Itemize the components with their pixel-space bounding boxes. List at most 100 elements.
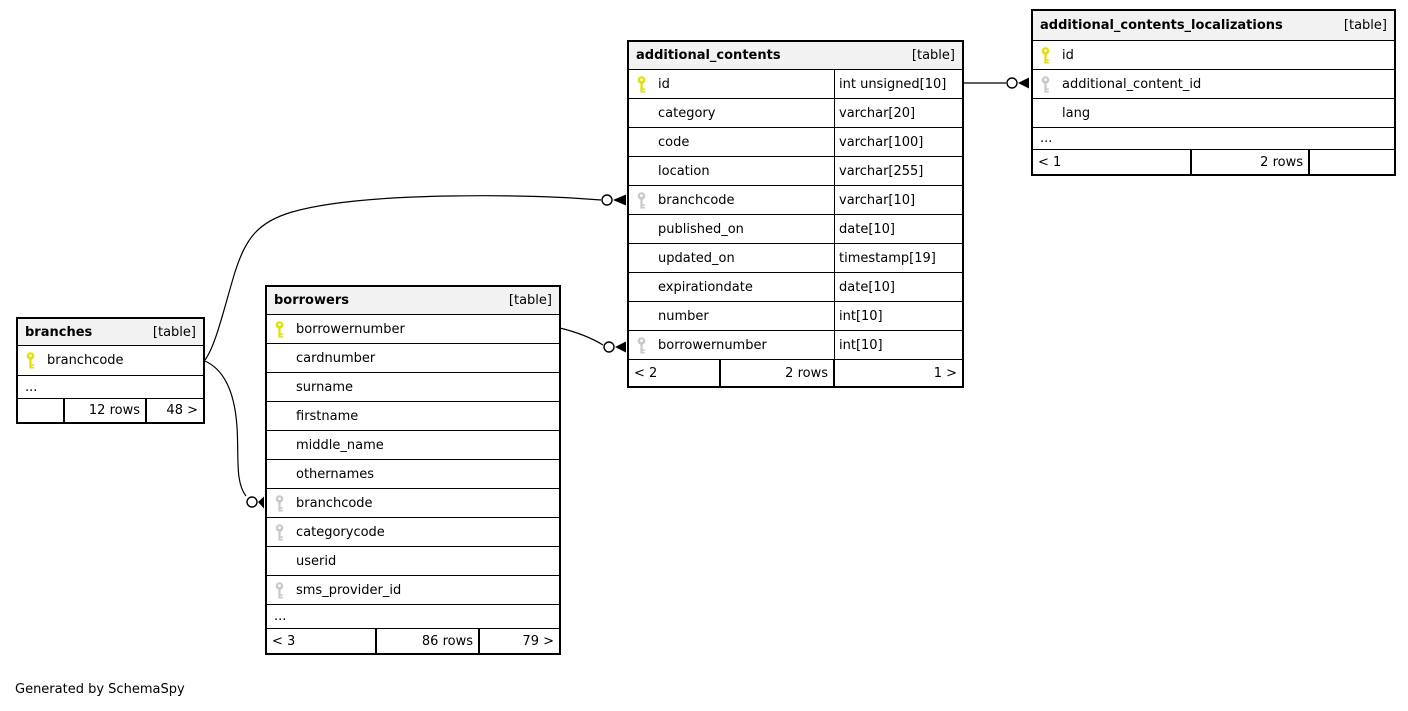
column-type: varchar[255] [834, 157, 962, 185]
column-name: surname [296, 379, 353, 395]
table-tag: [table] [911, 48, 955, 63]
table-row: additional_content_id [1033, 70, 1394, 99]
arrowhead-icon [615, 341, 626, 353]
footer-row-count: 2 rows [721, 360, 835, 386]
table-row: id [1033, 41, 1394, 70]
table-row: borrowernumber [267, 315, 559, 344]
table-row: number int[10] [629, 302, 962, 331]
ellipsis-row: ... [1033, 128, 1394, 150]
arrowhead-icon [258, 496, 264, 509]
table-row: branchcode [18, 346, 203, 376]
table-footer: < 1 2 rows [1033, 150, 1394, 174]
footer-cell: < 3 [267, 629, 377, 653]
footer-cell: 79 > [522, 633, 554, 649]
table-borrowers[interactable]: borrowers [table] borrowernumber cardnum… [265, 285, 561, 655]
column-name: number [658, 308, 709, 324]
table-header[interactable]: additional_contents_localizations [table… [1033, 11, 1394, 41]
table-tag: [table] [508, 293, 552, 308]
column-name: branchcode [658, 192, 735, 208]
table-branches[interactable]: branches [table] branchcode ... 12 rows … [16, 317, 205, 424]
column-type: varchar[10] [834, 186, 962, 214]
foreign-key-icon [637, 191, 646, 209]
table-header[interactable]: additional_contents [table] [629, 42, 962, 70]
table-footer: 12 rows 48 > [18, 399, 203, 422]
table-row: category varchar[20] [629, 99, 962, 128]
table-additional-contents-localizations[interactable]: additional_contents_localizations [table… [1031, 9, 1396, 176]
column-name: borrowernumber [658, 337, 767, 353]
footer-cell: < 1 [1033, 150, 1192, 174]
table-title[interactable]: branches [25, 324, 93, 340]
column-type: int[10] [834, 331, 962, 359]
table-header[interactable]: borrowers [table] [267, 287, 559, 315]
column-type: timestamp[19] [834, 244, 962, 272]
footer-cell [18, 399, 65, 422]
table-row: lang [1033, 99, 1394, 128]
table-row: cardnumber [267, 344, 559, 373]
foreign-key-icon [275, 581, 284, 599]
column-name: categorycode [296, 524, 385, 540]
table-footer: < 2 2 rows 1 > [629, 360, 962, 386]
table-title[interactable]: borrowers [274, 293, 349, 308]
table-tag: [table] [152, 324, 196, 340]
column-name: additional_content_id [1062, 76, 1202, 92]
table-row: borrowernumber int[10] [629, 331, 962, 360]
column-name: location [658, 163, 710, 179]
table-row: categorycode [267, 518, 559, 547]
column-name: borrowernumber [296, 321, 405, 337]
table-title[interactable]: additional_contents [636, 48, 781, 63]
column-name: id [658, 76, 670, 92]
column-type: int unsigned[10] [834, 70, 962, 98]
primary-key-icon [26, 352, 35, 369]
connector-branches-to-additional-contents-line [204, 195, 602, 361]
circle-marker [246, 496, 258, 508]
footer-row-count: 12 rows [65, 399, 147, 422]
circle-marker [601, 194, 613, 206]
primary-key-icon [275, 320, 284, 338]
foreign-key-icon [1041, 75, 1050, 93]
table-row: expirationdate date[10] [629, 273, 962, 302]
table-row: sms_provider_id [267, 576, 559, 605]
column-name: category [658, 105, 716, 121]
column-name: expirationdate [658, 279, 753, 295]
table-row: location varchar[255] [629, 157, 962, 186]
footer-cell [1310, 150, 1394, 174]
column-name: branchcode [47, 353, 124, 368]
footer-cell: 48 > [166, 403, 198, 418]
column-type: varchar[20] [834, 99, 962, 127]
primary-key-icon [1041, 46, 1050, 64]
column-type: date[10] [834, 215, 962, 243]
ellipsis-row: ... [18, 376, 203, 399]
table-tag: [table] [1343, 18, 1387, 33]
arrowhead-icon [613, 194, 626, 206]
table-row: branchcode varchar[10] [629, 186, 962, 215]
table-footer: < 3 86 rows 79 > [267, 629, 559, 653]
circle-marker [1006, 77, 1018, 89]
column-name: id [1062, 47, 1074, 63]
table-header[interactable]: branches [table] [18, 319, 203, 346]
circle-marker [603, 341, 615, 353]
table-row: id int unsigned[10] [629, 70, 962, 99]
primary-key-icon [637, 75, 646, 93]
table-row: othernames [267, 460, 559, 489]
column-name: code [658, 134, 690, 150]
table-row: code varchar[100] [629, 128, 962, 157]
table-additional-contents[interactable]: additional_contents [table] id int unsig… [627, 40, 964, 388]
table-row: published_on date[10] [629, 215, 962, 244]
footer-cell: 1 > [933, 365, 957, 381]
column-type: varchar[100] [834, 128, 962, 156]
table-title[interactable]: additional_contents_localizations [1040, 18, 1283, 33]
column-name: firstname [296, 408, 359, 424]
column-name: othernames [296, 466, 375, 482]
connector-branches-to-borrowers-line [204, 360, 247, 497]
column-name: userid [296, 553, 337, 569]
table-row: branchcode [267, 489, 559, 518]
column-name: middle_name [296, 437, 384, 453]
footer-row-count: 2 rows [1192, 150, 1310, 174]
foreign-key-icon [275, 523, 284, 541]
footer-cell: < 2 [629, 360, 721, 386]
table-row: firstname [267, 402, 559, 431]
generated-by-note: Generated by SchemaSpy [15, 682, 185, 697]
column-name: published_on [658, 221, 744, 237]
